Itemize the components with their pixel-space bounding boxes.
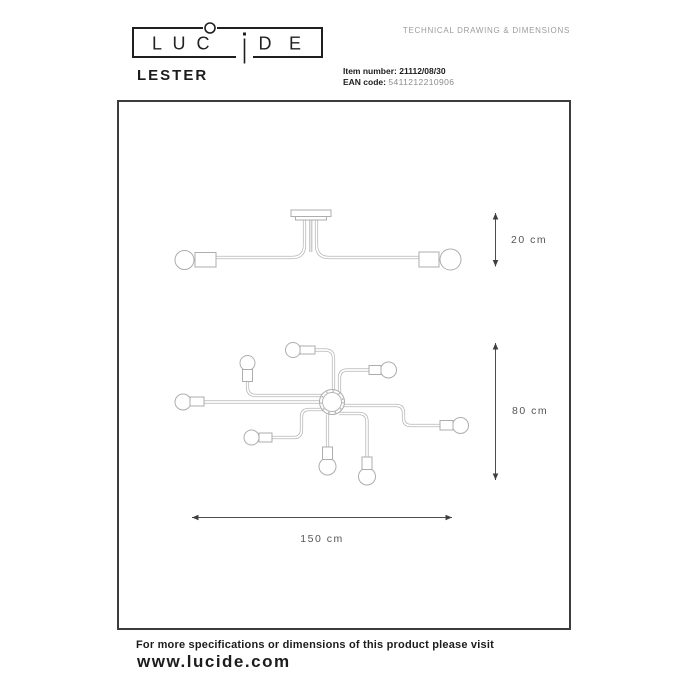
socket-side-left [194, 252, 217, 268]
bulb-side-left [174, 250, 195, 270]
ean-row: EAN code: 5411212210906 [343, 77, 454, 88]
socket-left [189, 396, 205, 407]
drawing-frame: 20 cm [117, 100, 571, 630]
bulb-left [174, 393, 192, 411]
bulb-top [285, 342, 301, 358]
dimension-width: 150 cm [192, 514, 452, 545]
footer-website-link[interactable]: www.lucide.com [137, 652, 291, 671]
bulb-up-right [380, 361, 397, 379]
dim-label-150cm: 150 cm [300, 533, 343, 545]
bulb-down [318, 457, 337, 476]
logo-letter-l: L [152, 34, 162, 54]
bulb-side-right [439, 248, 462, 271]
product-name: LESTER [137, 67, 209, 84]
side-view [174, 209, 462, 271]
socket-down-right [361, 456, 373, 470]
socket-side-right [418, 251, 440, 268]
ceiling-canopy [290, 209, 332, 217]
dimension-height: 20 cm [492, 213, 547, 267]
bulb-right [452, 417, 469, 434]
footer-note: For more specifications or dimensions of… [136, 639, 494, 651]
logo-i-dot [243, 32, 246, 36]
logo-letter-c: C [197, 34, 210, 54]
dim-label-80cm: 80 cm [512, 405, 548, 417]
socket-up-left [242, 369, 253, 382]
brand-logo: L U C D E [132, 22, 323, 64]
hub-outer [319, 389, 345, 415]
item-number-value: 21112/08/30 [399, 66, 446, 76]
logo-letter-d: D [259, 34, 272, 54]
ean-value: 5411212210906 [388, 77, 455, 87]
bulb-down-left [243, 429, 260, 446]
item-number-row: Item number: 21112/08/30 [343, 66, 454, 77]
item-number-label: Item number: [343, 66, 397, 76]
bulb-up-left [239, 355, 256, 371]
canopy-flange [295, 216, 327, 221]
socket-right [439, 420, 454, 431]
socket-down [322, 446, 333, 460]
top-view [174, 342, 469, 486]
hub-inner [322, 392, 342, 412]
ean-label: EAN code: [343, 77, 386, 87]
dim-label-20cm: 20 cm [511, 234, 547, 246]
bulb-down-right [358, 467, 376, 486]
doc-title: TECHNICAL DRAWING & DIMENSIONS [402, 26, 570, 35]
dimension-depth: 80 cm [492, 343, 548, 480]
logo-ring-icon [204, 22, 216, 34]
item-info-block: Item number: 21112/08/30 EAN code: 54112… [343, 66, 454, 88]
logo-letter-u: U [173, 34, 186, 54]
logo-box [132, 27, 323, 58]
logo-letter-e: E [289, 34, 301, 54]
socket-top [299, 345, 316, 355]
hub-screws [320, 390, 344, 414]
socket-down-left [258, 432, 273, 443]
socket-up-right [368, 365, 382, 375]
technical-drawing: 20 cm [174, 209, 548, 545]
